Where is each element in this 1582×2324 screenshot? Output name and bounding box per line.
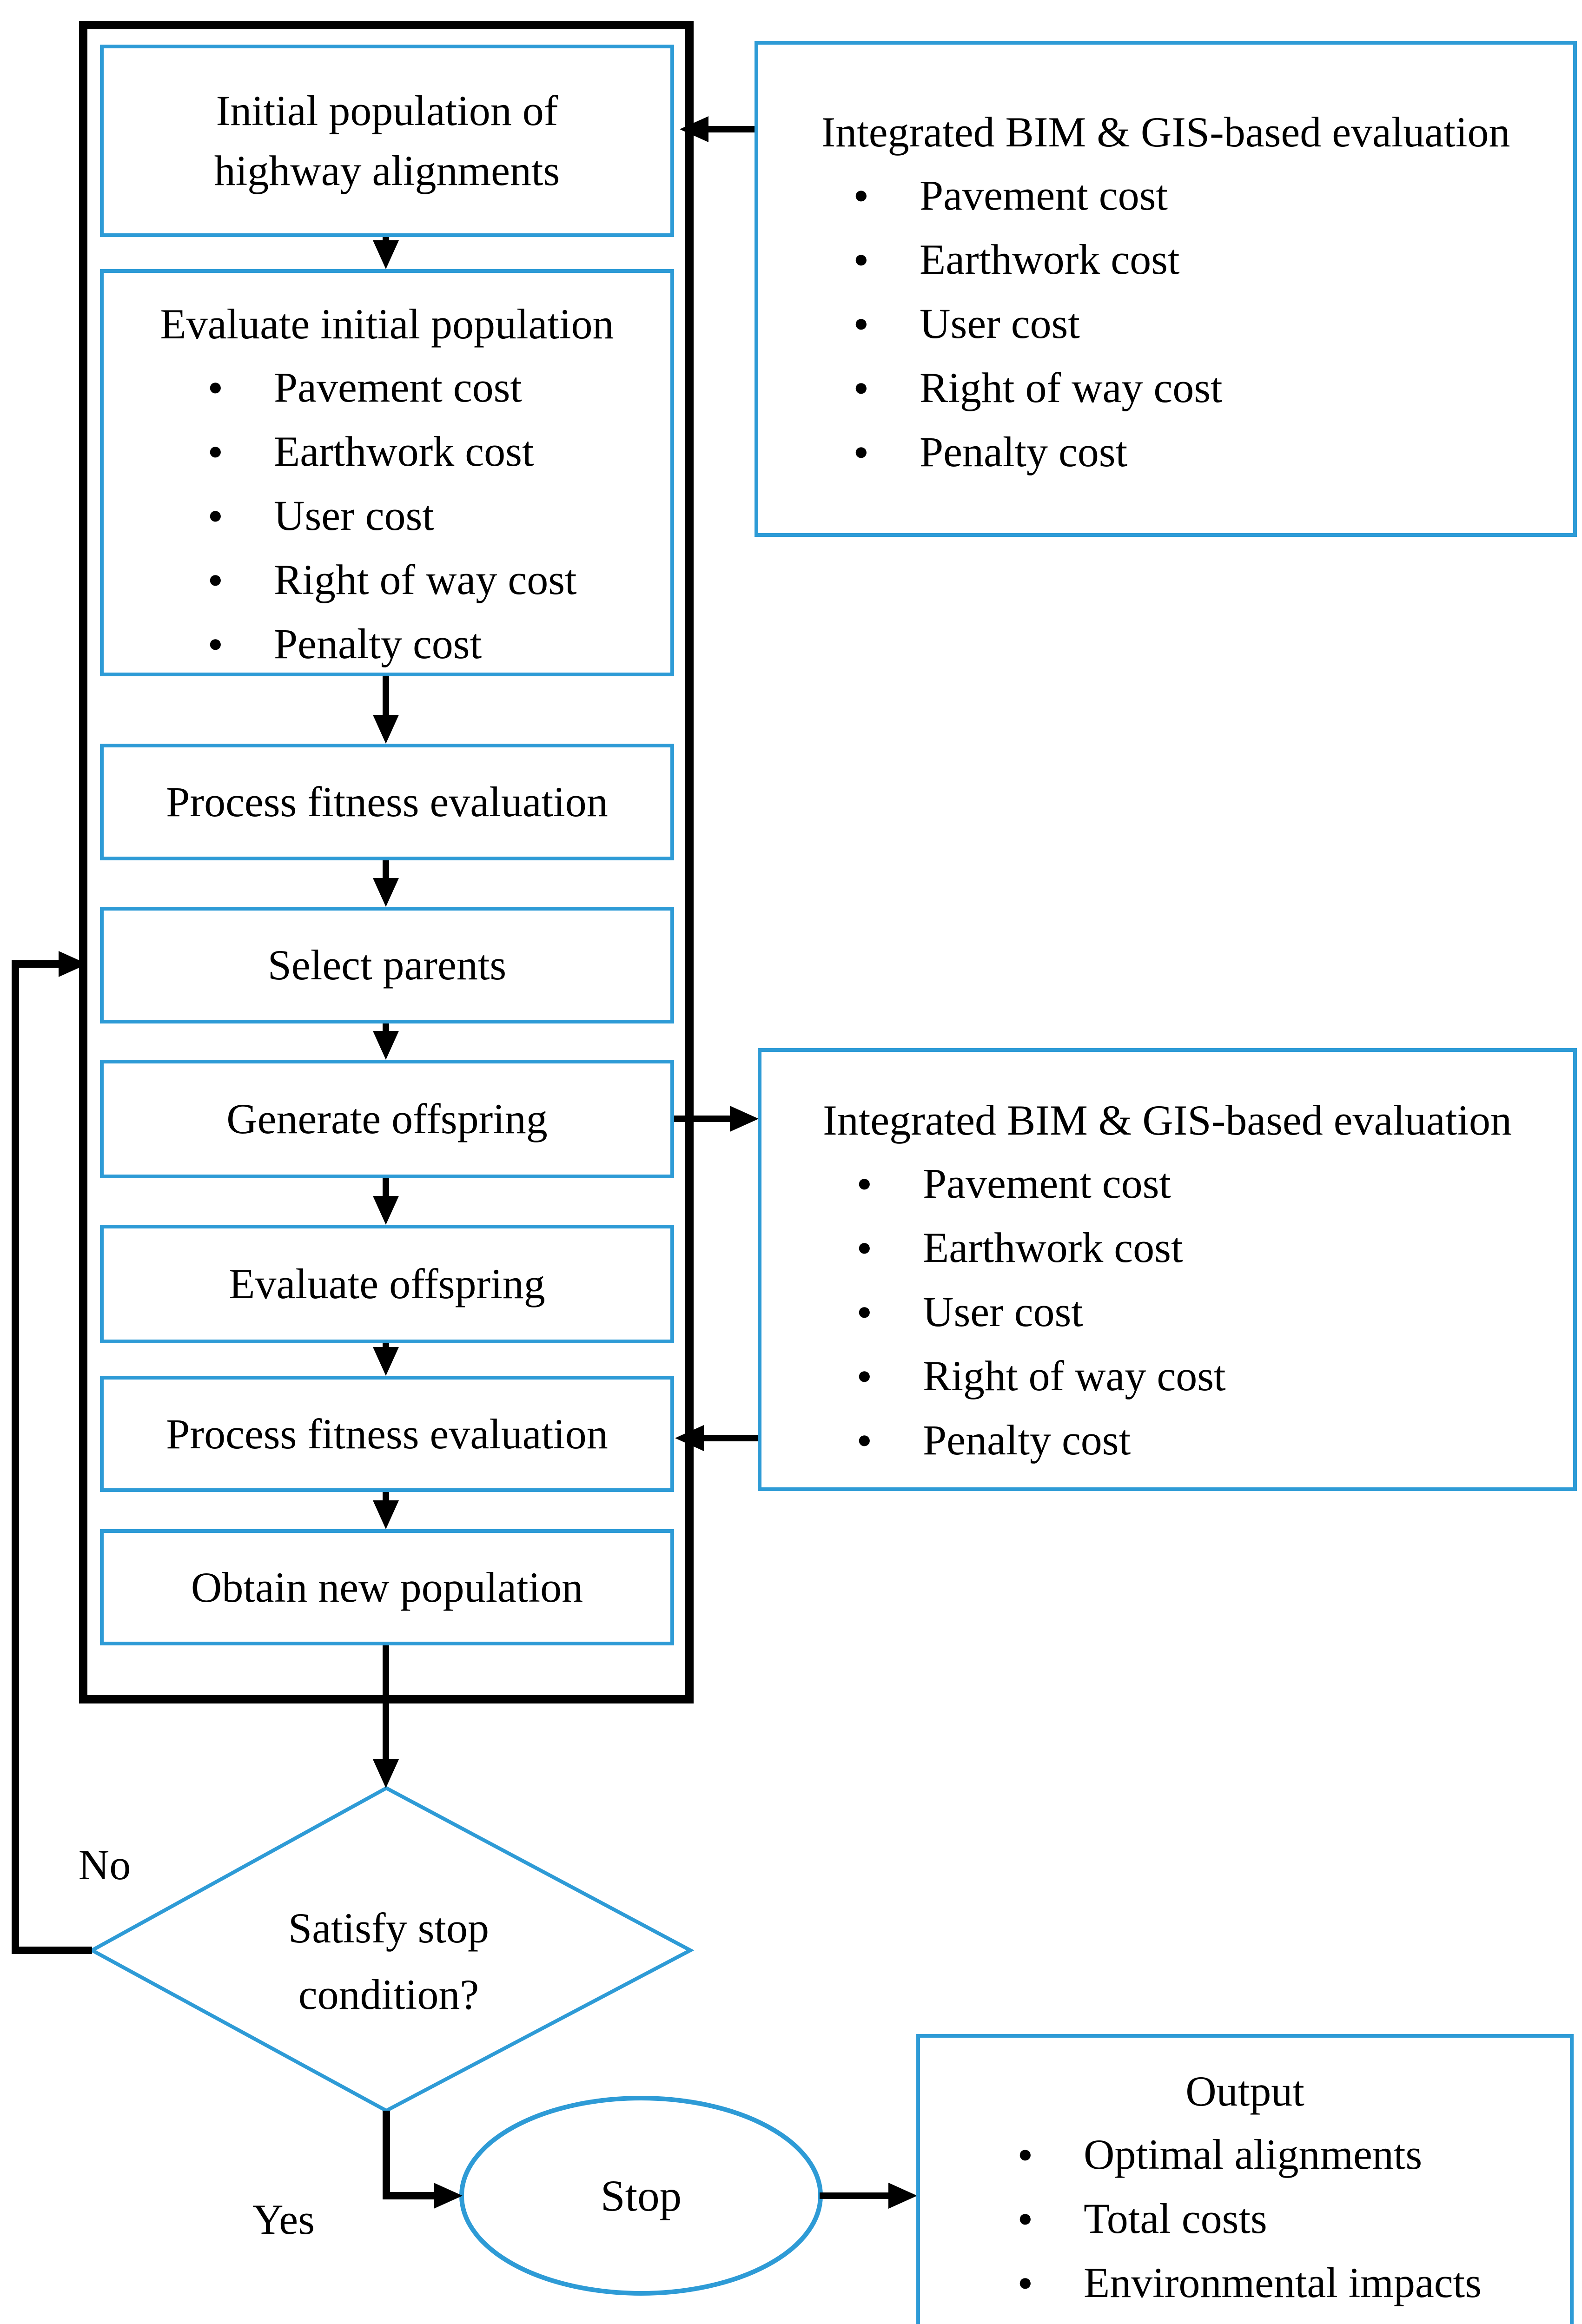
step-evaluate-initial-population: Evaluate initial population Pavement cos…: [100, 269, 674, 676]
cost-bullet-list: Pavement cost Earthwork cost User cost R…: [104, 355, 670, 676]
arrowhead-down-icon: [373, 1500, 399, 1529]
arrowhead-down-icon: [373, 715, 399, 744]
step-evaluate-offspring: Evaluate offspring: [100, 1225, 674, 1343]
cost-bullet-list: Pavement cost Earthwork cost User cost R…: [761, 1151, 1573, 1472]
step-label: Process fitness evaluation: [166, 1410, 608, 1458]
box-title: Integrated BIM & GIS-based evaluation: [823, 1096, 1512, 1144]
list-item: Pavement cost: [857, 1151, 1573, 1215]
arrowheads: [59, 116, 917, 2209]
list-item: Earthwork cost: [854, 227, 1573, 291]
step-label: Generate offspring: [226, 1095, 548, 1143]
arrowhead-down-icon: [373, 878, 399, 907]
output-title: Output: [1185, 2067, 1304, 2115]
list-item: Total costs: [1018, 2186, 1570, 2251]
arrowhead-right-icon: [730, 1106, 759, 1132]
step-title: Evaluate initial population: [160, 300, 614, 348]
step-obtain-new-population: Obtain new population: [100, 1529, 674, 1645]
bim-gis-evaluation-box-top: Integrated BIM & GIS-based evaluation Pa…: [755, 41, 1577, 537]
list-item: User cost: [857, 1280, 1573, 1344]
step-process-fitness-evaluation-1: Process fitness evaluation: [100, 744, 674, 860]
yes-branch-line: [383, 2111, 437, 2199]
step-generate-offspring: Generate offspring: [100, 1060, 674, 1178]
output-bullet-list: Optimal alignments Total costs Environme…: [920, 2122, 1570, 2315]
step-label: Obtain new population: [191, 1563, 583, 1611]
arrowhead-down-icon: [373, 1759, 399, 1788]
list-item: Pavement cost: [208, 355, 670, 419]
step-select-parents: Select parents: [100, 907, 674, 1023]
branch-label-yes: Yes: [252, 2196, 315, 2243]
arrowhead-down-icon: [373, 1347, 399, 1376]
step-initial-population: Initial population of highway alignments: [100, 45, 674, 237]
output-box: Output Optimal alignments Total costs En…: [916, 2034, 1574, 2324]
no-branch-line: [12, 960, 92, 1954]
list-item: Earthwork cost: [857, 1215, 1573, 1280]
list-item: Right of way cost: [208, 548, 670, 612]
arrowhead-right-icon: [434, 2183, 463, 2209]
step-label: Evaluate offspring: [229, 1260, 545, 1308]
list-item: User cost: [854, 291, 1573, 356]
bim-gis-evaluation-box-middle: Integrated BIM & GIS-based evaluation Pa…: [758, 1048, 1577, 1491]
list-item: Penalty cost: [854, 420, 1573, 484]
list-item: Optimal alignments: [1018, 2122, 1570, 2186]
list-item: User cost: [208, 483, 670, 548]
arrowhead-down-icon: [373, 1031, 399, 1060]
arrowhead-down-icon: [373, 1196, 399, 1225]
stop-label: Stop: [600, 2171, 682, 2220]
decision-question: Satisfy stop condition?: [288, 1904, 489, 2018]
list-item: Earthwork cost: [208, 419, 670, 483]
step-label: Initial population of highway alignments: [214, 87, 560, 194]
arrowhead-down-icon: [373, 240, 399, 269]
list-item: Environmental impacts: [1018, 2251, 1570, 2315]
arrowhead-right-icon: [59, 951, 87, 977]
step-label: Select parents: [267, 941, 507, 989]
step-label: Process fitness evaluation: [166, 778, 608, 826]
arrowhead-left-icon: [675, 1425, 704, 1451]
branch-label-no: No: [78, 1841, 131, 1888]
list-item: Right of way cost: [857, 1344, 1573, 1408]
list-item: Penalty cost: [857, 1408, 1573, 1472]
list-item: Penalty cost: [208, 612, 670, 676]
list-item: Pavement cost: [854, 163, 1573, 227]
ga-loop-container: [79, 21, 694, 1703]
cost-bullet-list: Pavement cost Earthwork cost User cost R…: [758, 163, 1573, 484]
step-process-fitness-evaluation-2: Process fitness evaluation: [100, 1376, 674, 1492]
box-title: Integrated BIM & GIS-based evaluation: [821, 108, 1510, 156]
list-item: Right of way cost: [854, 356, 1573, 420]
arrowhead-right-icon: [888, 2183, 917, 2209]
arrowhead-left-icon: [680, 116, 708, 142]
